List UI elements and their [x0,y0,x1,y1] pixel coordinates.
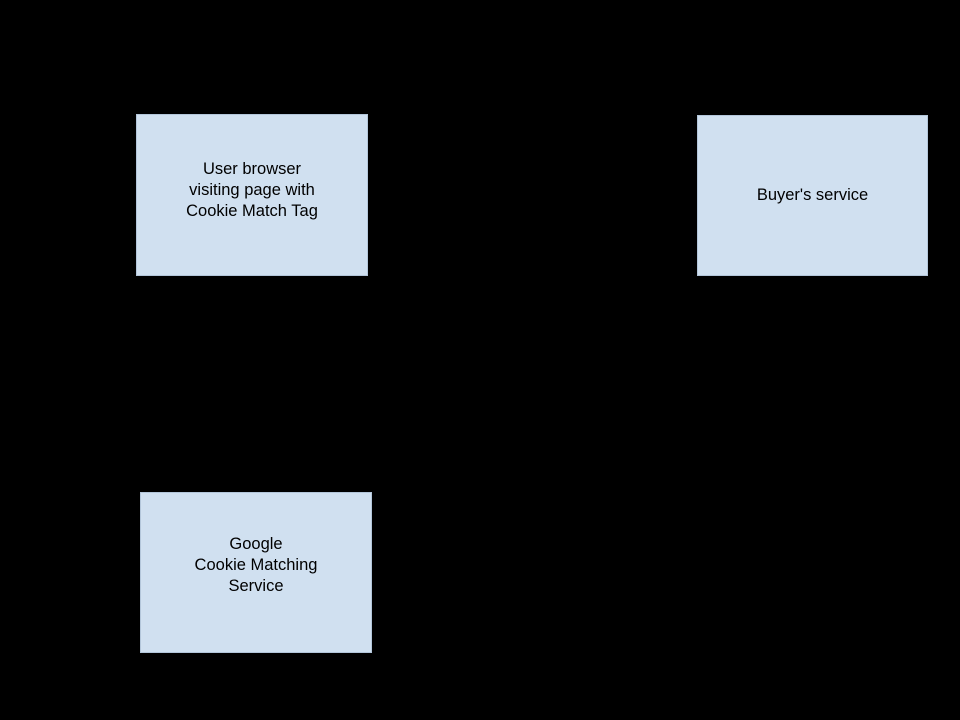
diagram-node-user-browser[interactable]: User browser visiting page with Cookie M… [136,114,368,276]
diagram-node-label: User browser visiting page with Cookie M… [186,160,318,220]
diagram-node-google-cookie-matching-service[interactable]: Google Cookie Matching Service [140,492,372,653]
diagram-node-buyers-service[interactable]: Buyer's service [697,115,928,276]
diagram-node-label: Buyer's service [756,186,869,204]
diagram-node-label: Google Cookie Matching Service [194,535,318,595]
